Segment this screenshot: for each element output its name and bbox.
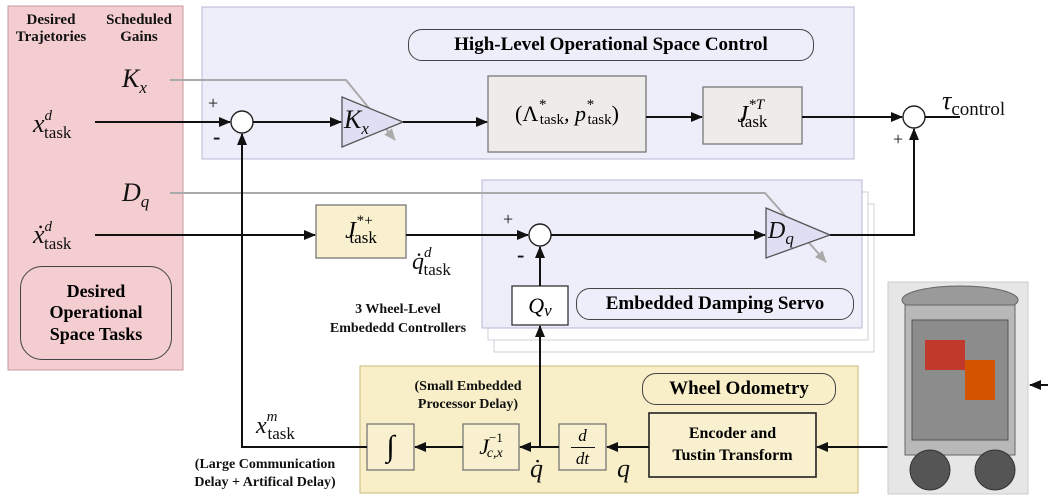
encoder-text: Encoder and Tustin Transform: [649, 413, 816, 477]
tau-symbol: τ: [942, 86, 952, 115]
d-superscript: d: [44, 108, 53, 124]
ddt-numerator: d: [578, 425, 587, 445]
desired-tasks-label: Desired Operational Space Tasks: [49, 280, 143, 344]
plus-sign-2: +: [503, 209, 514, 229]
dq-gain-subscript: q: [785, 229, 794, 248]
odometry-title-pill: Wheel Odometry: [642, 373, 836, 405]
kx-gain-subscript: x: [361, 119, 369, 138]
ddt-denominator: dt: [575, 448, 590, 468]
left-panel: [7, 5, 184, 371]
arrow-feedback-xm: [237, 133, 367, 448]
jinv-superscript: −1: [488, 430, 503, 445]
qv-symbol: Q: [528, 292, 545, 318]
qdot-d-sup: d: [424, 245, 432, 261]
q-label: q: [617, 454, 630, 483]
jt-superscript: *T: [748, 97, 765, 113]
xdot-task-label: ẋdtask: [33, 219, 71, 253]
damping-title-pill: Embedded Damping Servo: [576, 288, 854, 320]
damping-title: Embedded Damping Servo: [605, 293, 825, 314]
sum-junction-2: [528, 223, 552, 247]
jplus-task-sub: task: [349, 227, 377, 247]
p-task-sub: task: [587, 111, 612, 128]
minus-sign-2: -: [517, 242, 525, 267]
robot-photo: [887, 281, 1029, 495]
encoder-block: [648, 412, 817, 478]
d-superscript-2: d: [44, 219, 53, 235]
xd-task-label: xdtask: [33, 108, 71, 142]
jplus-block: [315, 204, 407, 259]
kx-subscript: x: [139, 78, 147, 97]
arrow-dq-to-sumout: [830, 128, 919, 236]
jplus-block-text: J*+task: [316, 205, 406, 258]
jplus-superscript: *+: [355, 213, 374, 229]
kx-symbol: K: [122, 64, 140, 93]
qv-block: [511, 285, 569, 326]
task-subscript: task: [44, 123, 72, 142]
kx-gain-symbol: K: [344, 105, 362, 134]
jinv-subscript: c,x: [486, 446, 503, 461]
qdot-task-label: q̇dtask: [412, 246, 451, 279]
x-symbol: x: [33, 109, 45, 138]
jplus-symbol: J: [345, 218, 356, 244]
dq-symbol: D: [122, 178, 141, 207]
small-delay-note: (Small Embedded Processor Delay): [414, 379, 522, 413]
qv-subscript: v: [544, 300, 552, 320]
wheel-level-label: 3 Wheel-Level Embededd Controllers: [329, 302, 467, 336]
xdot-symbol: ẋ: [33, 220, 45, 249]
m-superscript: m: [266, 409, 278, 425]
lambda-block: [487, 75, 647, 153]
sum-junction-out: [902, 105, 926, 129]
high-level-title: High-Level Operational Space Control: [454, 34, 768, 55]
high-level-title-pill: High-Level Operational Space Control: [408, 29, 814, 61]
jt-symbol: J: [737, 102, 749, 128]
sum-junction-1: [230, 110, 254, 134]
lambda-symbol: (Λ: [515, 101, 539, 126]
integral-text: ∫: [367, 424, 414, 470]
tau-subscript: control: [951, 99, 1006, 120]
p-symbol: , p: [563, 101, 586, 126]
integral-symbol: ∫: [386, 430, 395, 463]
desired-tasks-pill: Desired Operational Space Tasks: [20, 266, 172, 360]
xm-task-sub: task: [267, 424, 295, 443]
col-scheduled-gains: Scheduled Gains: [106, 12, 172, 46]
kx-gain-text: Kx: [344, 105, 369, 138]
lambda-task-sub: task: [539, 111, 564, 128]
dq-triangle: [765, 207, 832, 259]
jinv-symbol: J: [479, 434, 489, 459]
qdot-label: q̇: [530, 454, 543, 483]
dq-gain-text: Dq: [768, 218, 794, 247]
odometry-title: Wheel Odometry: [669, 378, 809, 399]
tau-control-label: τcontrol: [942, 86, 1005, 120]
kx-triangle: [341, 96, 405, 148]
x-task-m-label: xmtask: [256, 410, 295, 443]
xm-symbol: x: [256, 413, 267, 439]
qdot-symbol: q̇: [412, 249, 424, 275]
large-delay-note: (Large Communication Delay + Artifical D…: [194, 457, 336, 491]
dq-signal-label: Dq: [122, 178, 149, 211]
col-desired-trajectories: Desired Trajetories: [15, 12, 87, 46]
encoder-label: Encoder and Tustin Transform: [672, 425, 793, 464]
dq-subscript: q: [140, 192, 150, 211]
kx-signal-label: Kx: [122, 64, 147, 97]
plus-sign-1: +: [208, 93, 219, 113]
jt-block: [702, 86, 803, 145]
qdot-task-sub: task: [423, 260, 451, 279]
ddt-text: d dt: [559, 424, 606, 470]
dq-gain-symbol: D: [768, 218, 786, 244]
plus-sign-out: +: [893, 129, 904, 149]
minus-sign-1: -: [213, 124, 221, 149]
lambda-block-text: (Λ*task, p*task): [515, 96, 619, 128]
task-subscript-2: task: [44, 234, 72, 253]
jt-task-sub: task: [740, 111, 768, 131]
integral-block: [366, 423, 415, 471]
jinv-block: [462, 423, 520, 471]
